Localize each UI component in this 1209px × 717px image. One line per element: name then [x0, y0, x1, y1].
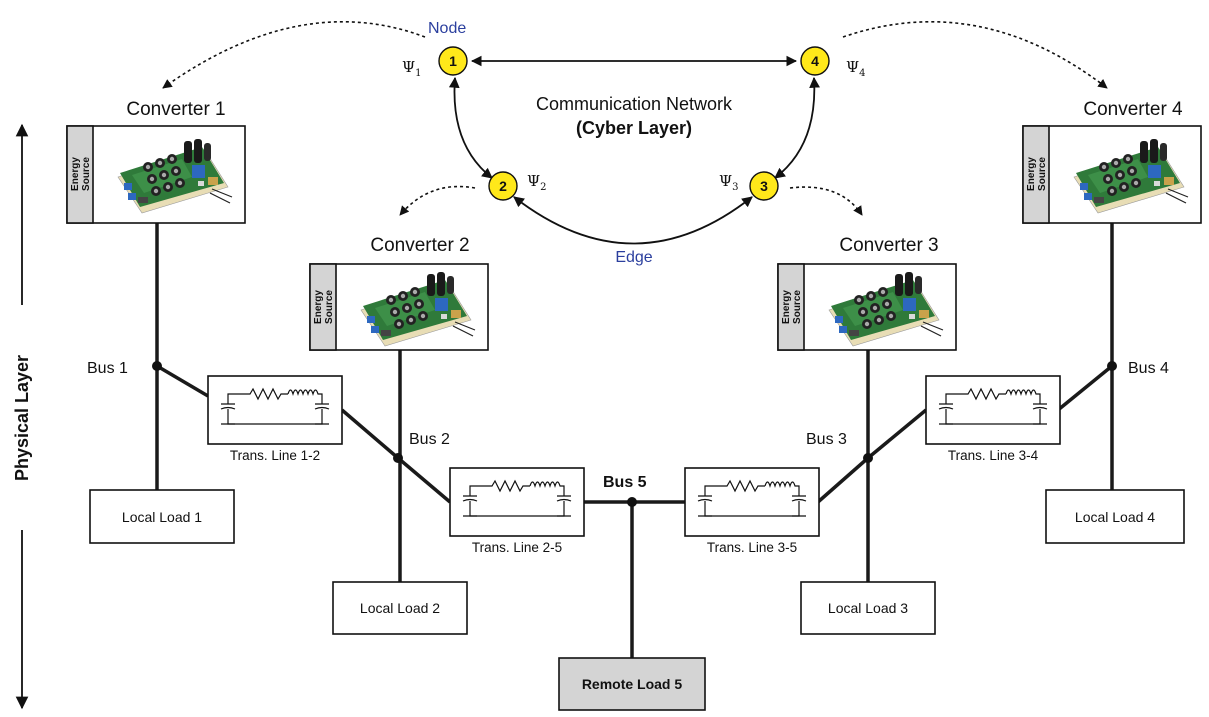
energy-source-4-line1: Energy	[1026, 157, 1037, 191]
local-load-2-label: Local Load 2	[360, 600, 440, 616]
cyber-node-4	[800, 46, 830, 76]
bus-5-label: Bus 5	[603, 474, 647, 491]
cyber-node-2	[488, 171, 518, 201]
converter-3: Converter 3 Energy Source	[777, 235, 957, 351]
psi-1-label: Ψ1	[402, 58, 422, 79]
energy-source-3-line2: Source	[792, 290, 803, 324]
energy-source-2-line2: Source	[324, 290, 335, 324]
mapping-arrow-3	[789, 186, 863, 216]
trans-line-2-5-label: Trans. Line 2-5	[472, 540, 562, 555]
psi-2-label: Ψ2	[527, 172, 547, 193]
bus-4-label: Bus 4	[1128, 360, 1169, 377]
edge-4-3	[774, 76, 820, 179]
bus-1-node	[152, 361, 162, 371]
node-annotation: Node	[428, 20, 466, 37]
energy-source-4	[1022, 125, 1050, 224]
converter-2-title: Converter 2	[370, 235, 469, 256]
remote-load-5-label: Remote Load 5	[582, 676, 683, 692]
converter-2: Converter 2 Energy Source	[309, 235, 489, 351]
bus-5-node	[627, 497, 637, 507]
energy-source-3-line1: Energy	[781, 290, 792, 324]
local-load-1-label: Local Load 1	[122, 509, 202, 525]
cyber-node-3	[749, 171, 779, 201]
cyber-layer: 1 2 3 4 Ψ1 Ψ2 Ψ3 Ψ4 Node Edge Communicat…	[162, 20, 1108, 266]
local-load-4: Local Load 4	[1045, 489, 1185, 544]
cyber-node-1	[438, 46, 468, 76]
energy-source-1-line1: Energy	[70, 157, 81, 191]
converter-3-title: Converter 3	[839, 235, 938, 256]
trans-line-3-5	[684, 467, 820, 537]
energy-source-2	[309, 263, 337, 351]
mapping-arrow-2	[399, 185, 476, 216]
converter-board-1-image	[111, 136, 233, 214]
bus-1-label: Bus 1	[87, 360, 128, 377]
mapping-arrow-4	[842, 20, 1108, 89]
bus-4-node	[1107, 361, 1117, 371]
energy-source-1	[66, 125, 94, 224]
bus-2-node	[393, 453, 403, 463]
edge-2-3	[513, 196, 753, 245]
trans-line-3-4	[925, 375, 1061, 445]
converter-board-2-image	[354, 269, 476, 347]
psi-3-label: Ψ3	[719, 172, 739, 193]
cyber-node-2-label: 2	[499, 178, 507, 194]
cyber-node-3-label: 3	[760, 178, 768, 194]
trans-line-1-2-label: Trans. Line 1-2	[230, 448, 320, 463]
trans-line-2-5	[449, 467, 585, 537]
trans-line-3-4-label: Trans. Line 3-4	[948, 448, 1039, 463]
edge-1-2	[448, 76, 493, 179]
converter-board-3-image	[822, 269, 944, 347]
remote-load-5: Remote Load 5	[558, 657, 706, 711]
cyber-subtitle: (Cyber Layer)	[576, 118, 692, 138]
energy-source-1-line2: Source	[81, 157, 92, 191]
converter-1-title: Converter 1	[126, 99, 225, 120]
local-load-3-label: Local Load 3	[828, 600, 908, 616]
bus-3-label: Bus 3	[806, 431, 847, 448]
trans-line-3-5-label: Trans. Line 3-5	[707, 540, 797, 555]
edge-annotation: Edge	[615, 249, 652, 266]
converter-1: Converter 1 Energy Source	[66, 99, 246, 224]
local-load-2: Local Load 2	[332, 581, 468, 635]
converter-4: Converter 4 Energy Source	[1022, 99, 1202, 224]
cyber-node-1-label: 1	[449, 53, 457, 69]
psi-4-label: Ψ4	[846, 58, 866, 79]
physical-layer-label: Physical Layer	[12, 355, 32, 481]
energy-source-3	[777, 263, 805, 351]
trans-line-1-2	[207, 375, 343, 445]
energy-source-2-line1: Energy	[313, 290, 324, 324]
local-load-3: Local Load 3	[800, 581, 936, 635]
local-load-1: Local Load 1	[89, 489, 235, 544]
energy-source-4-line2: Source	[1037, 157, 1048, 191]
local-load-4-label: Local Load 4	[1075, 509, 1155, 525]
bus-2-label: Bus 2	[409, 431, 450, 448]
converter-4-title: Converter 4	[1083, 99, 1183, 120]
converter-board-4-image	[1067, 136, 1189, 214]
physical-layer-axis: Physical Layer	[12, 123, 32, 710]
mapping-arrow-1	[162, 20, 426, 89]
cyber-title: Communication Network	[536, 94, 733, 114]
cyber-node-4-label: 4	[811, 53, 819, 69]
bus-3-node	[863, 453, 873, 463]
